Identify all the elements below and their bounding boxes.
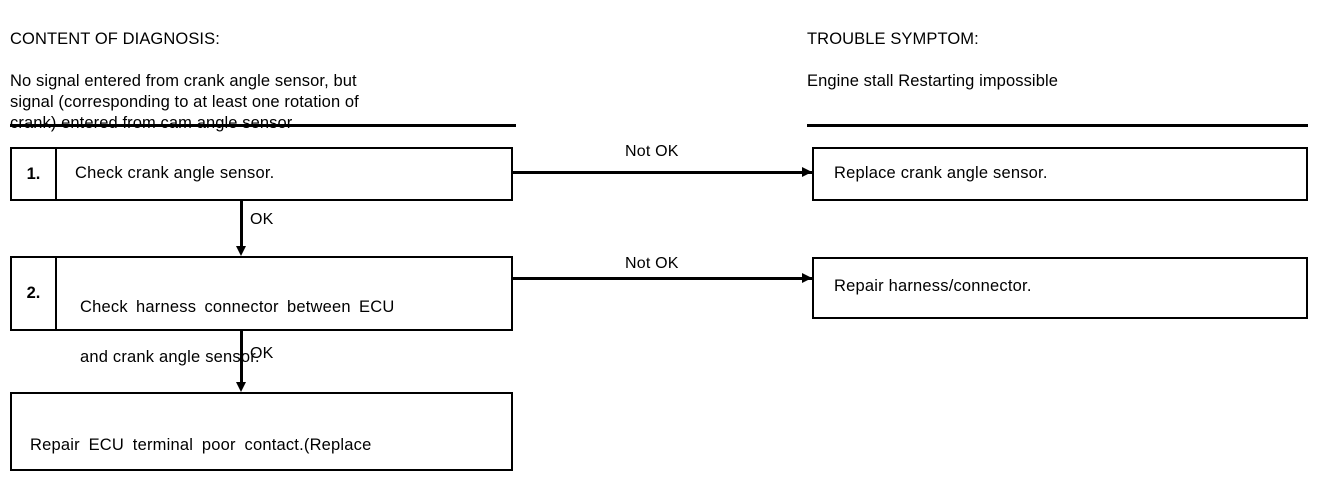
step-2-text-line-1: Check harness connector between ECU — [80, 298, 395, 316]
not-ok-2-connector-line — [513, 277, 814, 280]
diagnosis-body: No signal entered from crank angle senso… — [10, 72, 359, 132]
final-result-text: Repair ECU terminal poor contact.(Replac… — [30, 408, 508, 484]
not-ok-1-connector-line — [513, 171, 814, 174]
symptom-divider-rule — [807, 124, 1308, 127]
symptom-body: Engine stall Restarting impossible — [807, 72, 1059, 90]
diagnosis-header: CONTENT OF DIAGNOSIS: No signal entered … — [10, 8, 530, 155]
arrow-right-icon — [802, 167, 812, 177]
ok-2-label: OK — [250, 345, 274, 362]
step-1-text: Check crank angle sensor. — [75, 164, 275, 182]
diagnosis-divider-rule — [10, 124, 516, 127]
arrow-right-icon — [802, 273, 812, 283]
step-2-text-line-2: and crank angle sensor. — [80, 348, 260, 366]
final-result-line-1: Repair ECU terminal poor contact.(Replac… — [30, 436, 372, 454]
arrow-down-icon — [236, 246, 246, 256]
ok-1-connector-line — [240, 201, 243, 251]
step-2-number: 2. — [12, 258, 57, 329]
step-2-box: 2. Check harness connector between ECU a… — [10, 256, 513, 366]
symptom-header: TROUBLE SYMPTOM: Engine stall Restarting… — [807, 8, 1307, 113]
action-2-box: Repair harness/connector. — [812, 257, 1308, 319]
ok-1-label: OK — [250, 211, 274, 228]
action-2-text: Repair harness/connector. — [834, 277, 1032, 295]
diagnosis-title: CONTENT OF DIAGNOSIS: — [10, 30, 220, 48]
ok-2-connector-line — [240, 331, 243, 387]
final-result-box: Repair ECU terminal poor contact.(Replac… — [10, 392, 513, 471]
action-1-box: Replace crank angle sensor. — [812, 147, 1308, 201]
symptom-title: TROUBLE SYMPTOM: — [807, 30, 979, 48]
arrow-down-icon — [236, 382, 246, 392]
action-1-text: Replace crank angle sensor. — [834, 164, 1048, 182]
step-1-box: 1. Check crank angle sensor. — [10, 147, 513, 201]
step-2-text: Check harness connector between ECU and … — [80, 270, 505, 395]
not-ok-1-label: Not OK — [625, 143, 679, 160]
step-1-number: 1. — [12, 149, 57, 199]
not-ok-2-label: Not OK — [625, 255, 679, 272]
